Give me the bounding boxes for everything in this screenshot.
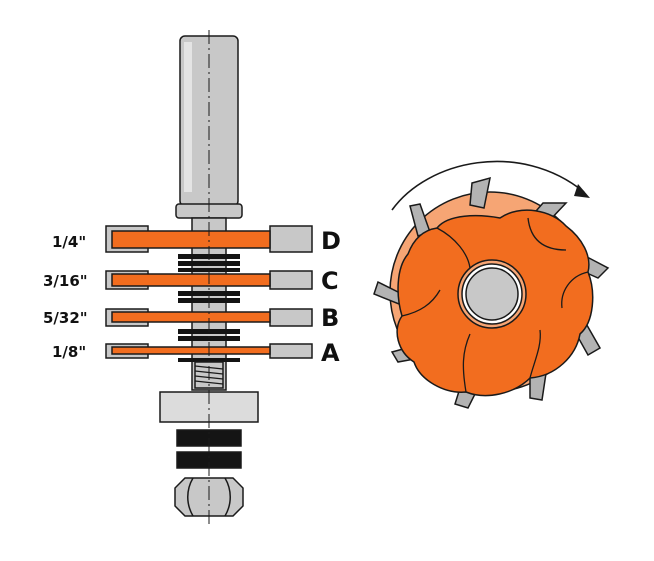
letter-label-b: B bbox=[321, 304, 339, 332]
cutter-a bbox=[105, 343, 313, 359]
cutter-c bbox=[105, 270, 313, 290]
cutter-d bbox=[105, 225, 313, 253]
letter-label-c: C bbox=[321, 267, 339, 295]
size-label-d: 1/4" bbox=[52, 233, 86, 251]
size-label-c: 3/16" bbox=[43, 272, 88, 290]
size-label-a: 1/8" bbox=[52, 343, 86, 361]
rotation-arrow-icon bbox=[391, 160, 590, 211]
cutter-b bbox=[105, 308, 313, 327]
router-bit-side-view bbox=[105, 30, 313, 528]
size-label-b: 5/32" bbox=[43, 309, 88, 327]
letter-label-a: A bbox=[321, 339, 340, 367]
cutter-head-icon bbox=[373, 176, 610, 409]
letter-label-d: D bbox=[321, 227, 341, 255]
